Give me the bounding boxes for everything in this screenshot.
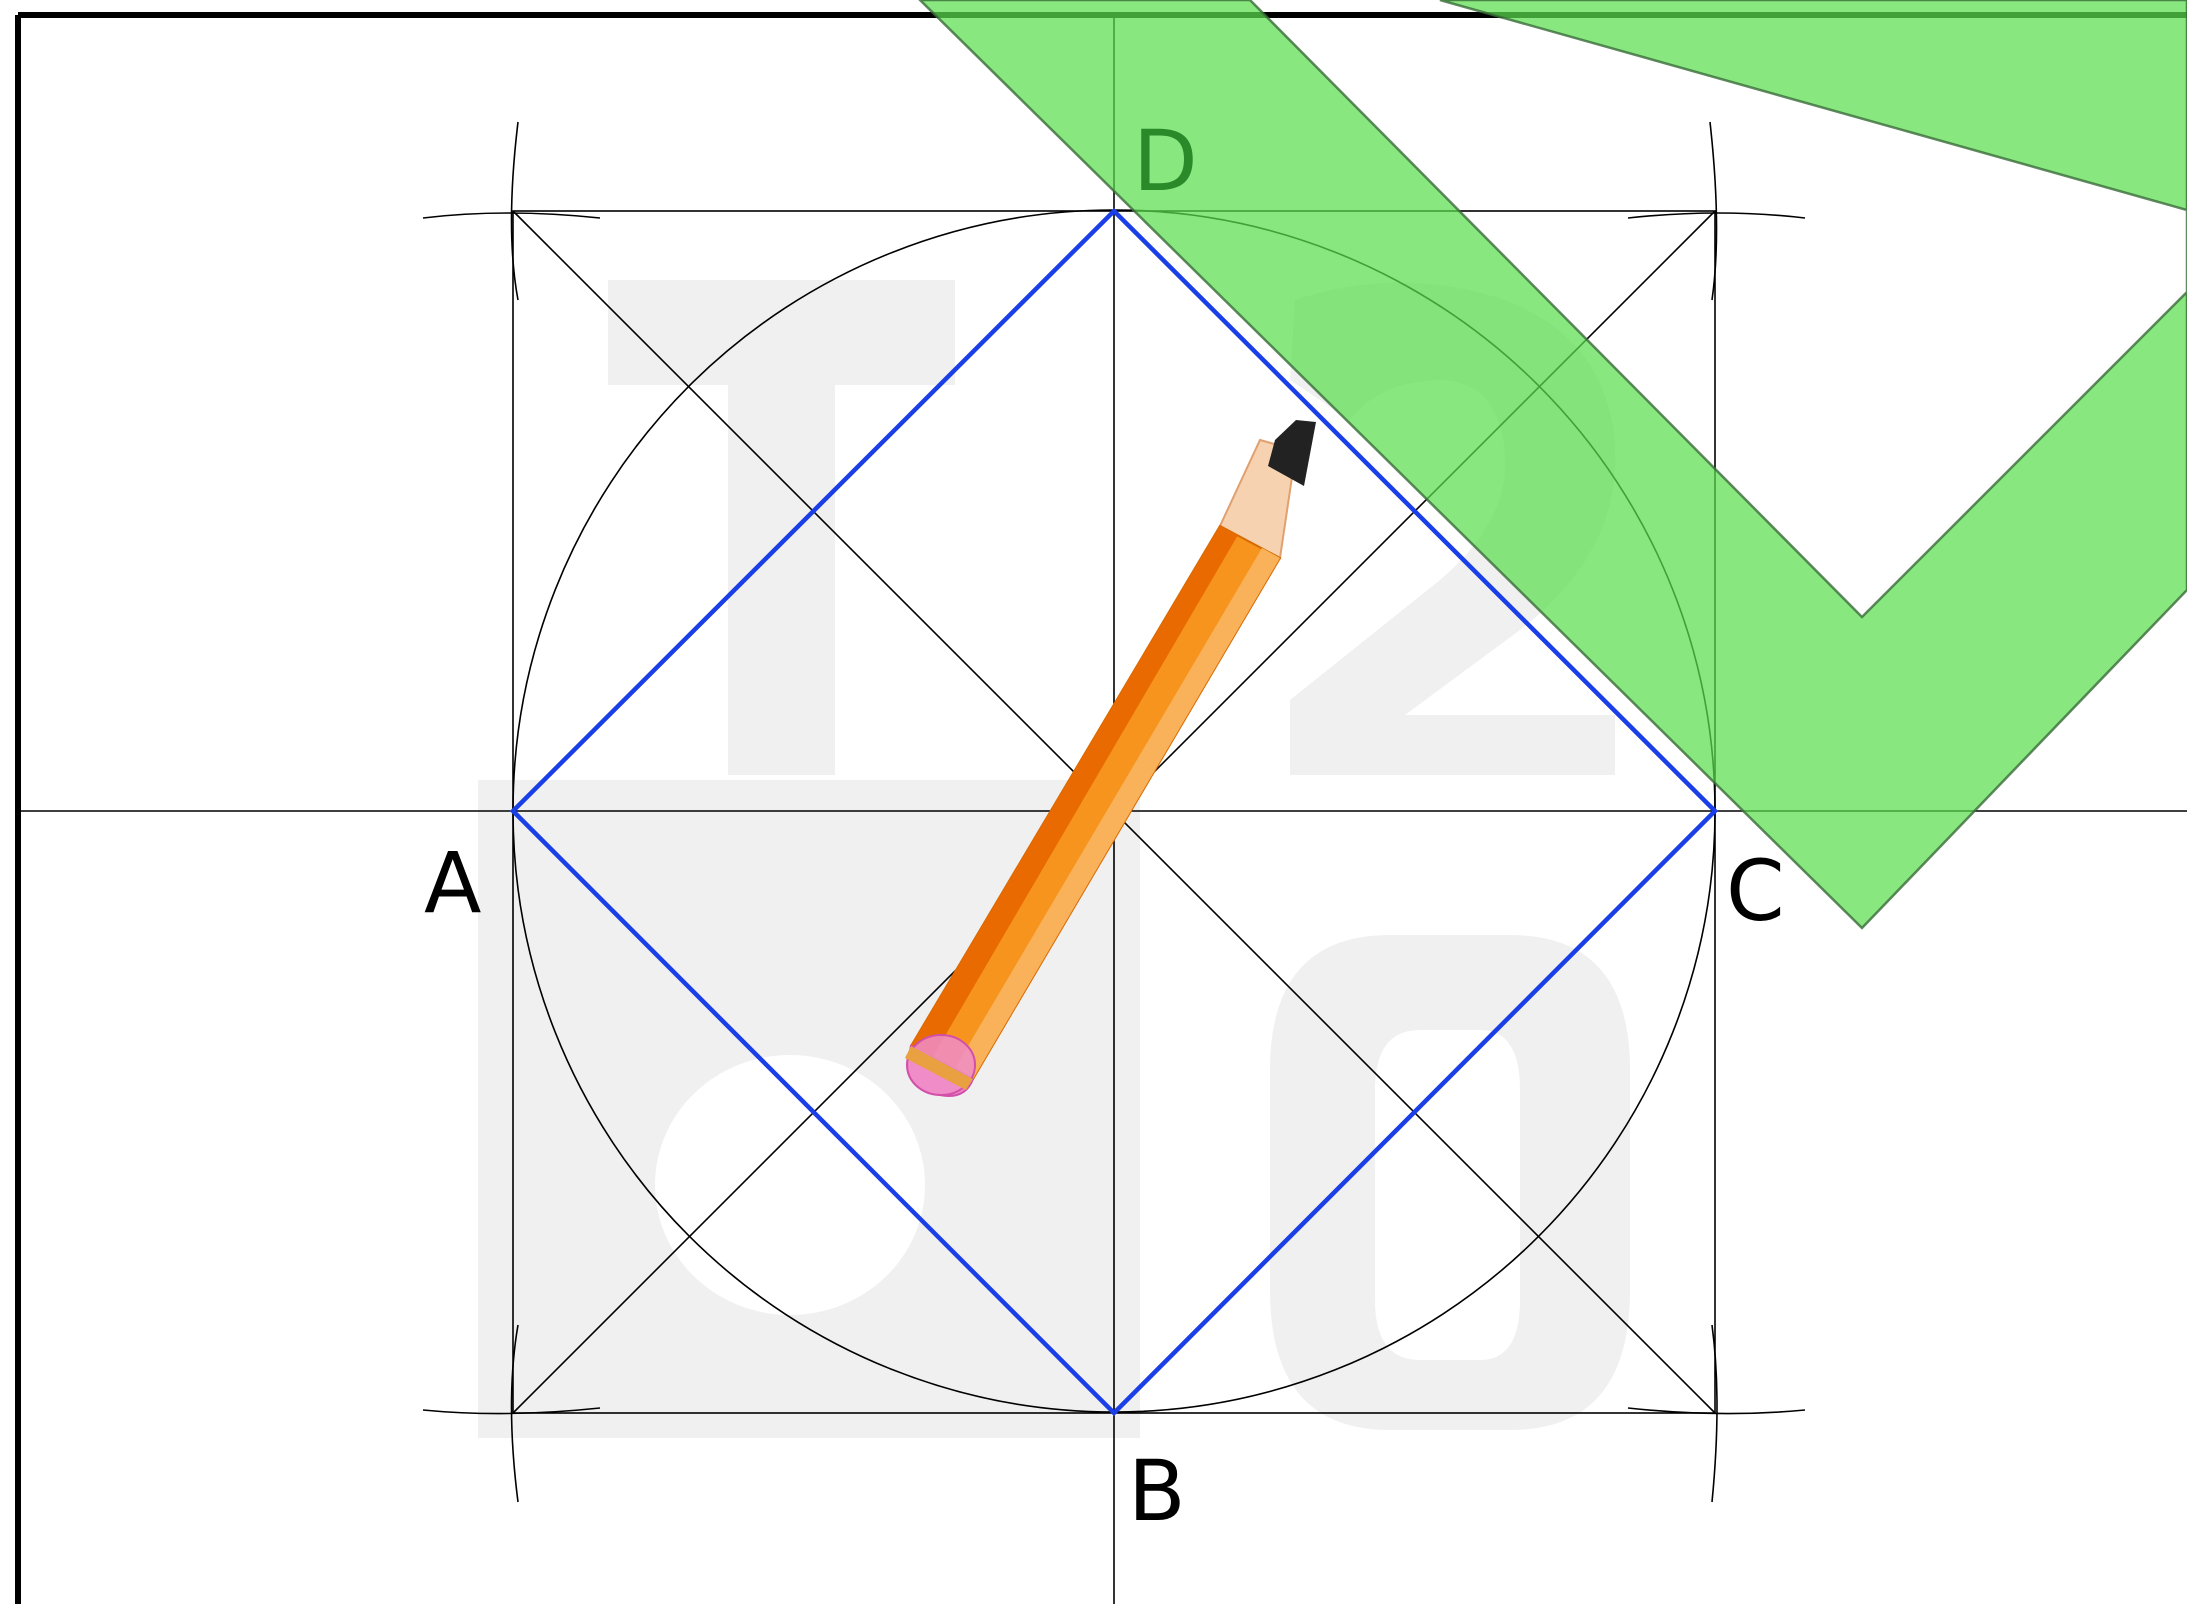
label-d: D bbox=[1133, 112, 1198, 210]
set-square-icon[interactable] bbox=[918, 0, 2187, 930]
arc-tr-v bbox=[1709, 121, 1718, 301]
label-b: B bbox=[1128, 1442, 1186, 1540]
watermark-hole bbox=[655, 1055, 925, 1315]
arc-bl-h bbox=[422, 1407, 601, 1415]
pencil-icon[interactable] bbox=[905, 420, 1316, 1097]
arc-tr-h bbox=[1627, 212, 1806, 219]
pencil-shadow bbox=[911, 526, 1238, 1058]
square-abcd bbox=[509, 207, 1719, 1417]
arc-tl-v bbox=[510, 121, 519, 301]
arc-bl-v bbox=[510, 1324, 519, 1503]
pencil-highlight bbox=[955, 548, 1280, 1079]
label-c: C bbox=[1726, 842, 1785, 940]
label-a: A bbox=[424, 834, 481, 932]
arc-br-h bbox=[1627, 1407, 1806, 1415]
pencil-lead bbox=[1268, 420, 1316, 486]
arc-tl-h bbox=[422, 212, 601, 219]
arc-br-v bbox=[1711, 1324, 1718, 1503]
